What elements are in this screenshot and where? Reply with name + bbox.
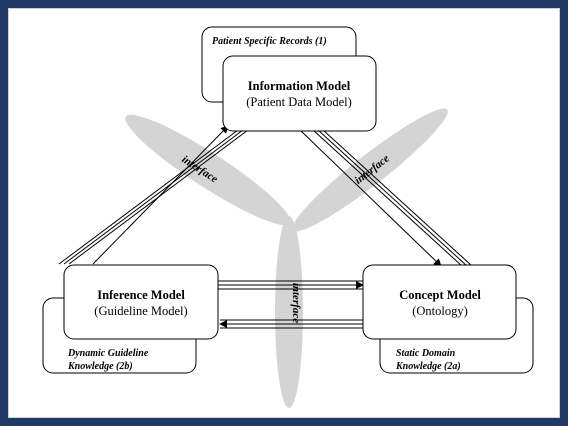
interface-propeller (125, 108, 448, 408)
inference-model-subtitle: (Guideline Model) (94, 304, 187, 318)
interface-petal-bottom (275, 216, 303, 408)
concept-model-box (362, 264, 517, 340)
interface-petal-left (125, 114, 291, 226)
static-domain-label-line2: Knowledge (2a) (395, 361, 461, 372)
static-domain-label-line1: Static Domain (396, 348, 456, 359)
information-model-title: Information Model (248, 79, 351, 93)
information-model-subtitle: (Patient Data Model) (246, 95, 352, 109)
connectors (58, 125, 473, 329)
inference-model-title: Inference Model (97, 288, 185, 302)
information-model-box (222, 55, 377, 132)
interface-petal-right (292, 108, 448, 232)
dynamic-guideline-label-line2: Knowledge (2b) (67, 361, 133, 372)
dynamic-guideline-label-line1: Dynamic Guideline (67, 348, 149, 359)
interface-label-bottom: interface (290, 283, 302, 323)
inference-model-box (63, 264, 219, 340)
concept-model-subtitle: (Ontology) (412, 304, 468, 318)
patient-records-label: Patient Specific Records (1) (212, 36, 327, 47)
concept-model-title: Concept Model (399, 288, 481, 302)
